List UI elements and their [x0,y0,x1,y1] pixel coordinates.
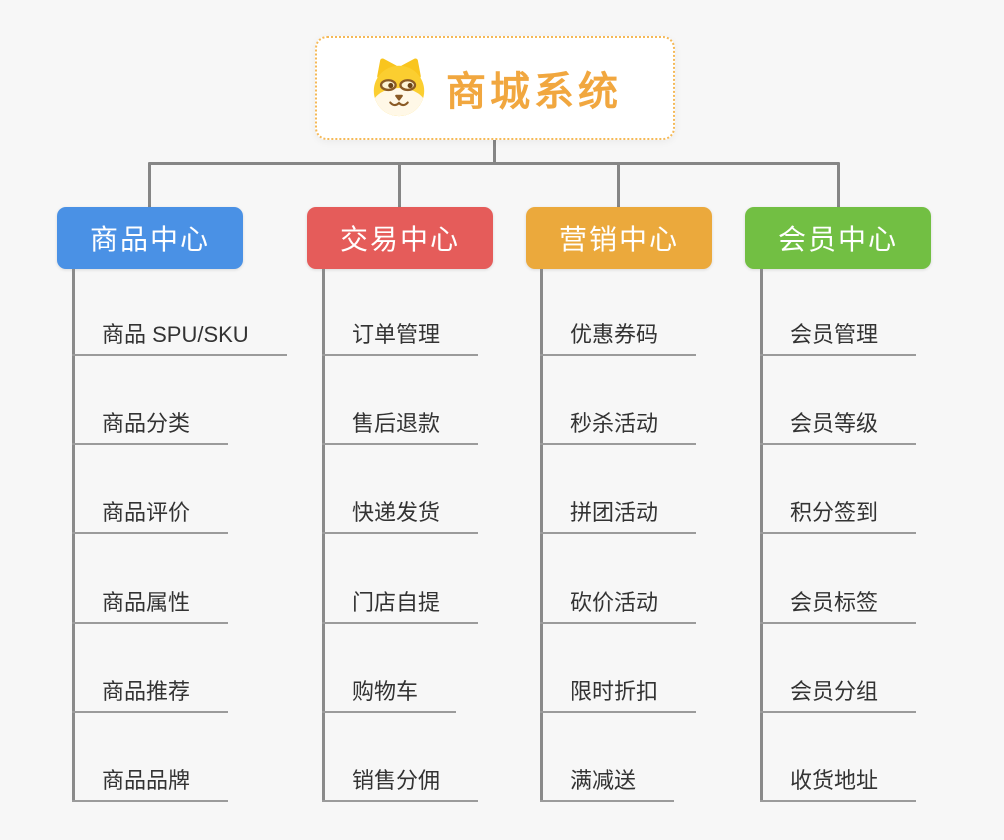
leaf-node[interactable]: 优惠券码 [540,321,697,356]
connector-drop-trade [398,162,401,209]
leaf-node[interactable]: 限时折扣 [540,678,697,713]
leaf-node[interactable]: 商品推荐 [72,678,229,713]
leaf-node[interactable]: 会员等级 [760,410,917,445]
connector-drop-member [837,162,840,209]
leaf-node[interactable]: 满减送 [540,767,675,802]
connector-branch-line [72,269,75,801]
connector-root-stem [493,138,496,164]
leaf-node[interactable]: 商品品牌 [72,767,229,802]
leaf-node[interactable]: 销售分佣 [322,767,479,802]
branch-header-trade[interactable]: 交易中心 [307,207,493,269]
leaf-node[interactable]: 订单管理 [322,321,479,356]
leaf-node[interactable]: 快递发货 [322,499,479,534]
leaf-node[interactable]: 收货地址 [760,767,917,802]
connector-branch-line [540,269,543,801]
leaf-node[interactable]: 商品属性 [72,589,229,624]
connector-bus [148,162,840,165]
connector-branch-line [760,269,763,801]
root-title: 商城系统 [446,70,622,114]
leaf-node[interactable]: 门店自提 [322,589,479,624]
connector-drop-marketing [617,162,620,209]
branch-header-marketing[interactable]: 营销中心 [526,207,712,269]
leaf-node[interactable]: 商品 SPU/SKU [72,321,287,356]
leaf-node[interactable]: 会员分组 [760,678,917,713]
leaf-node[interactable]: 砍价活动 [540,589,697,624]
leaf-node[interactable]: 秒杀活动 [540,410,697,445]
branch-header-product[interactable]: 商品中心 [57,207,243,269]
branch-header-member[interactable]: 会员中心 [745,207,931,269]
leaf-node[interactable]: 积分签到 [760,499,917,534]
leaf-node[interactable]: 商品评价 [72,499,229,534]
leaf-node[interactable]: 会员标签 [760,589,917,624]
leaf-node[interactable]: 会员管理 [760,321,917,356]
root-node[interactable]: 商城系统 [315,36,675,140]
leaf-node[interactable]: 售后退款 [322,410,479,445]
connector-drop-product [148,162,151,209]
leaf-node[interactable]: 商品分类 [72,410,229,445]
doge-icon [373,58,425,117]
leaf-node[interactable]: 购物车 [322,678,457,713]
leaf-node[interactable]: 拼团活动 [540,499,697,534]
connector-branch-line [322,269,325,801]
